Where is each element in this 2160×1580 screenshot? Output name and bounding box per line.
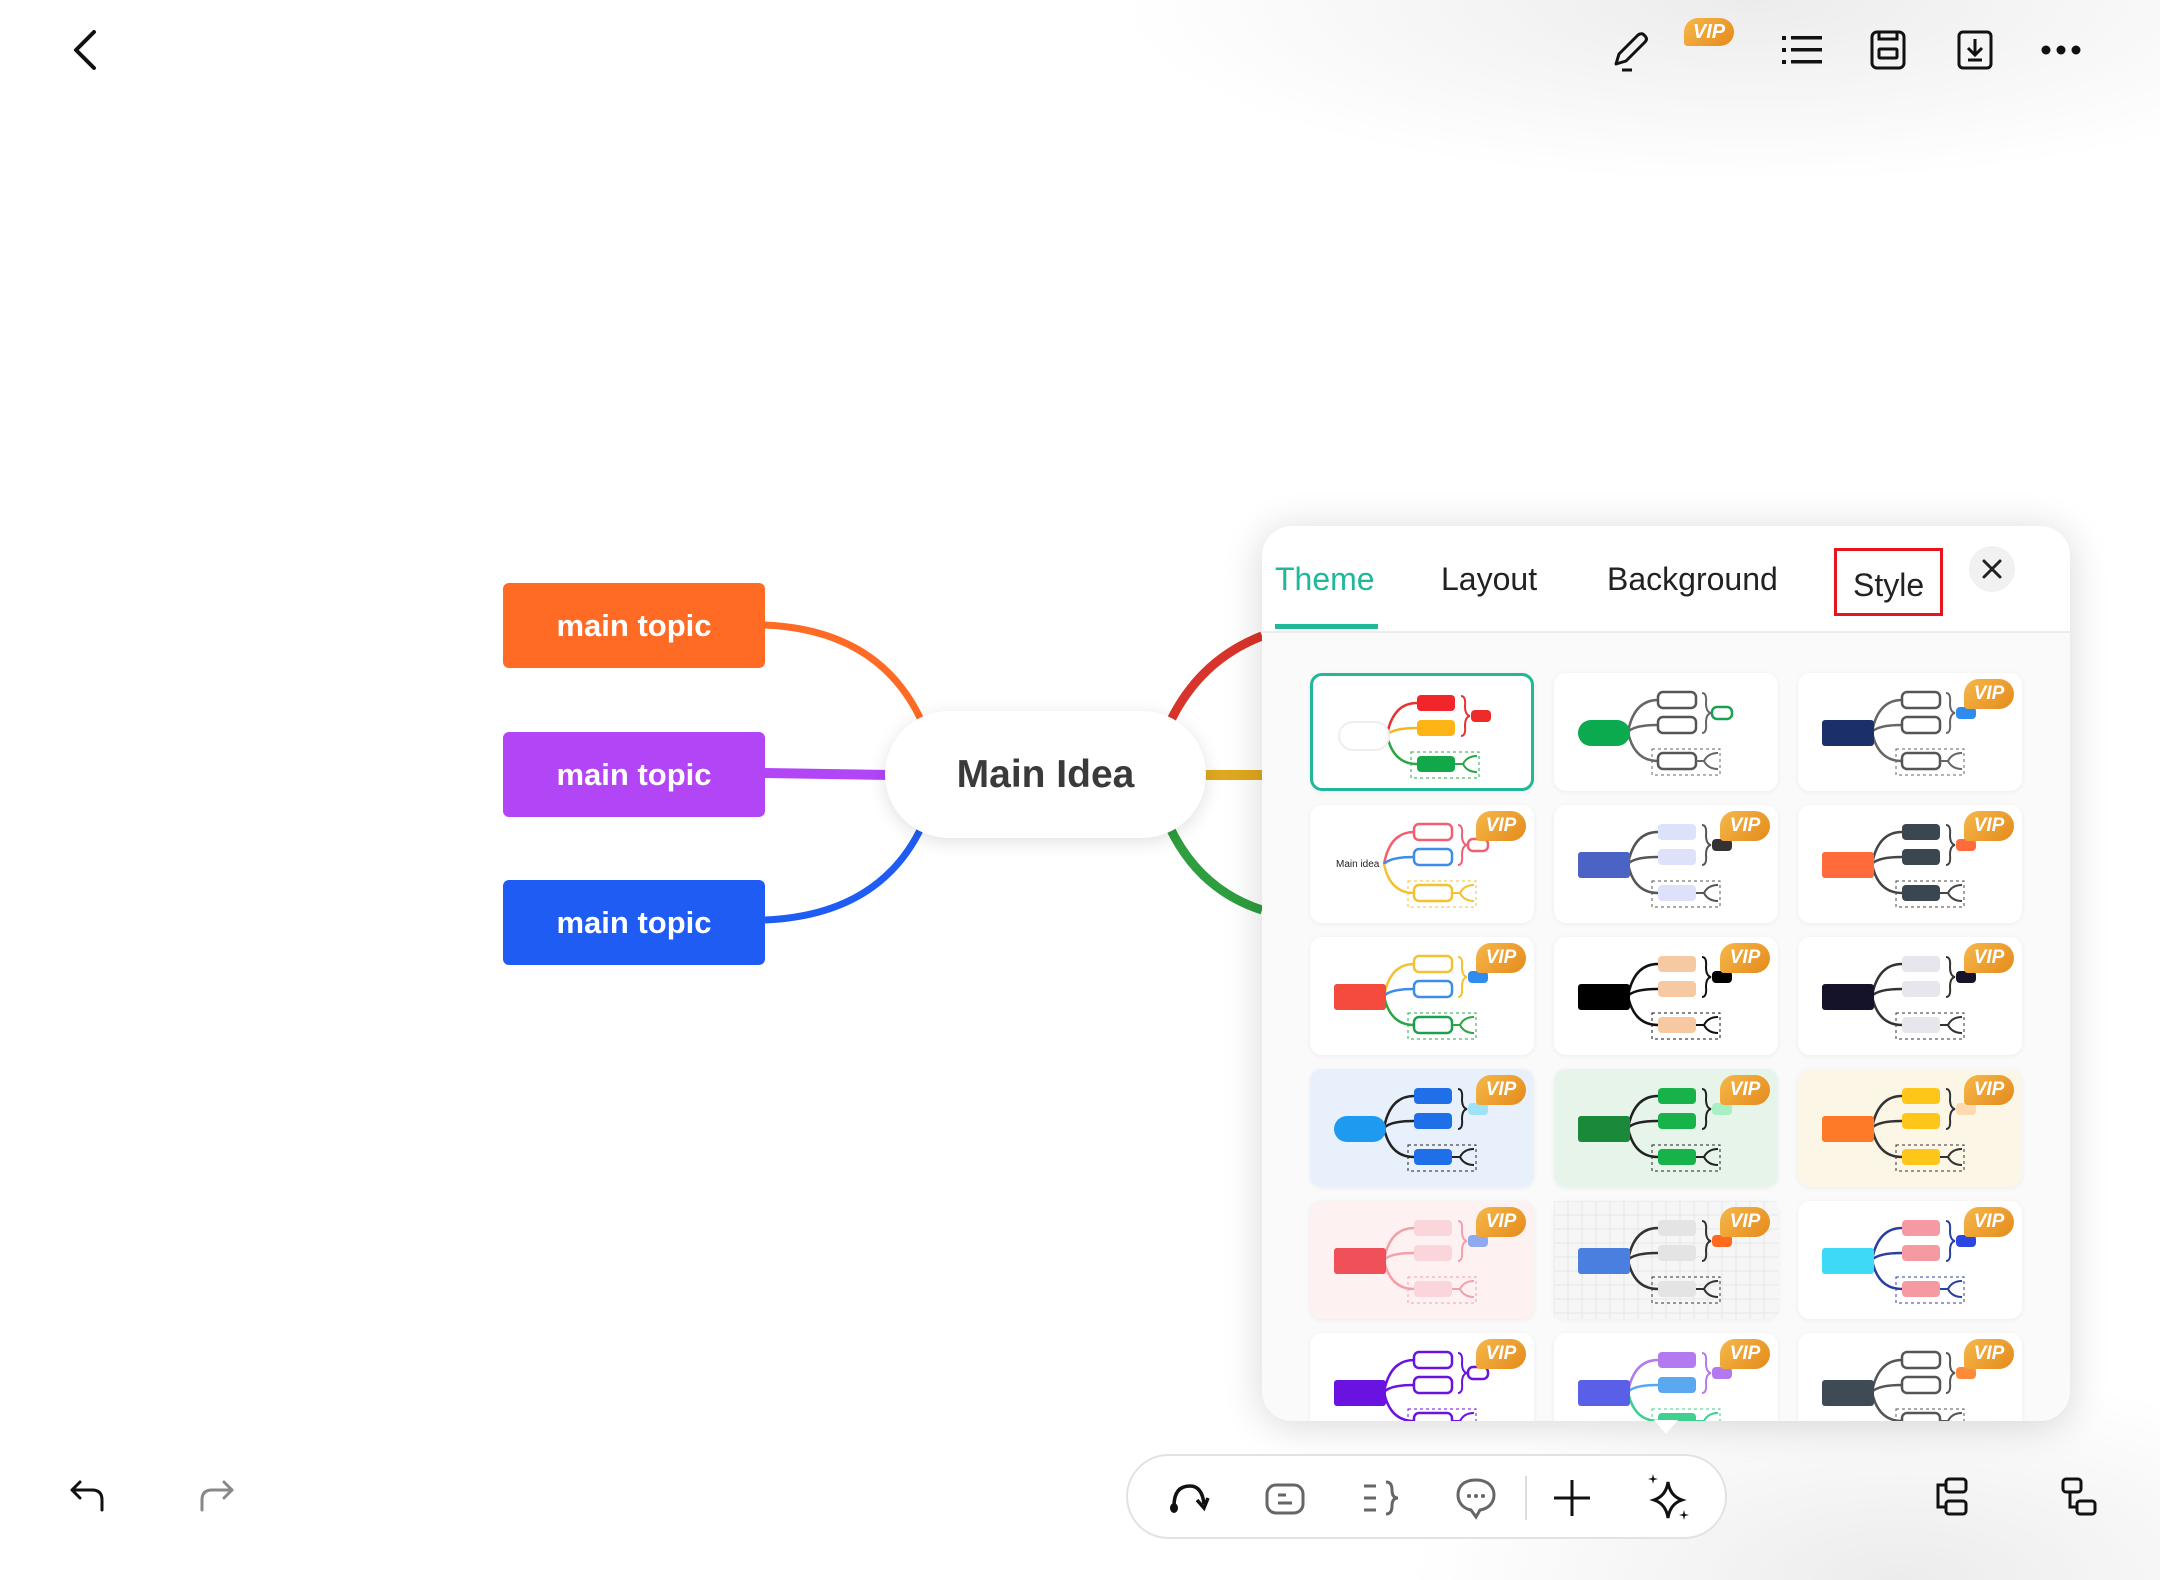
child-layout-icon[interactable] — [2060, 1477, 2098, 1517]
connector-blue — [764, 824, 926, 924]
vip-badge: VIP — [1720, 1207, 1770, 1237]
vip-badge: VIP — [1476, 811, 1526, 841]
download-icon[interactable] — [1957, 30, 1993, 70]
connector-red — [1165, 631, 1264, 724]
vip-badge: VIP — [1964, 811, 2014, 841]
close-icon — [1982, 559, 2002, 579]
theme-card[interactable]: VIP — [1310, 1333, 1534, 1421]
list-icon[interactable] — [1780, 30, 1824, 70]
main-topic-node[interactable]: main topic — [503, 583, 765, 668]
theme-thumbnail — [1338, 695, 1491, 779]
theme-card[interactable]: VIP — [1554, 805, 1778, 923]
back-icon[interactable] — [66, 28, 106, 72]
main-idea-node[interactable]: Main Idea — [885, 711, 1206, 838]
close-button[interactable] — [1969, 546, 2015, 592]
vip-badge: VIP — [1964, 1075, 2014, 1105]
theme-card[interactable]: Main idea VIP — [1310, 805, 1534, 923]
theme-card[interactable]: VIP — [1798, 1333, 2022, 1421]
tab-theme[interactable]: Theme — [1275, 561, 1375, 597]
undo-icon[interactable] — [68, 1478, 108, 1514]
theme-card[interactable]: VIP — [1310, 937, 1534, 1055]
theme-thumbnail — [1334, 1220, 1488, 1304]
theme-card[interactable]: VIP — [1310, 1201, 1534, 1319]
toolbar-separator — [1525, 1476, 1527, 1520]
theme-card[interactable]: VIP — [1798, 805, 2022, 923]
save-icon[interactable] — [1870, 30, 1906, 70]
connect-icon[interactable] — [1166, 1478, 1210, 1518]
vip-badge: VIP — [1964, 943, 2014, 973]
theme-card[interactable] — [1310, 673, 1534, 791]
theme-card[interactable]: VIP — [1554, 1201, 1778, 1319]
theme-thumbnail — [1578, 690, 1734, 776]
vip-badge[interactable]: VIP — [1684, 18, 1734, 46]
theme-thumbnail — [1554, 1201, 1778, 1319]
pencil-icon[interactable] — [1608, 28, 1652, 72]
connector-purple — [764, 768, 891, 780]
theme-thumbnail — [1822, 824, 1976, 908]
tab-divider — [1262, 631, 2070, 633]
theme-card[interactable]: VIP — [1310, 1069, 1534, 1187]
theme-thumbnail — [1822, 1088, 1976, 1172]
connector-green — [1165, 826, 1264, 915]
callout-icon[interactable] — [1264, 1478, 1306, 1518]
tab-layout[interactable]: Layout — [1441, 561, 1538, 597]
theme-thumbnail — [1822, 1350, 1976, 1421]
more-icon[interactable] — [2040, 40, 2082, 60]
theme-thumbnail — [1578, 1352, 1732, 1421]
vip-badge: VIP — [1476, 1339, 1526, 1369]
theme-thumbnail — [1578, 1088, 1732, 1172]
connector-orange — [764, 621, 926, 724]
vip-badge: VIP — [1720, 1339, 1770, 1369]
vip-badge: VIP — [1720, 811, 1770, 841]
vip-badge: VIP — [1720, 1075, 1770, 1105]
theme-card[interactable] — [1554, 673, 1778, 791]
theme-card[interactable]: VIP — [1798, 673, 2022, 791]
summary-icon[interactable] — [1360, 1478, 1402, 1518]
add-icon[interactable] — [1552, 1478, 1592, 1518]
vip-badge: VIP — [1964, 1207, 2014, 1237]
svg-text:Main idea: Main idea — [1336, 859, 1380, 870]
sibling-layout-icon[interactable] — [1932, 1477, 1970, 1517]
theme-thumbnail — [1578, 956, 1732, 1040]
theme-thumbnail — [1822, 956, 1976, 1040]
vip-badge: VIP — [1476, 1207, 1526, 1237]
theme-card[interactable]: VIP — [1798, 1069, 2022, 1187]
theme-thumbnail — [1822, 1220, 1976, 1304]
redo-icon[interactable] — [196, 1478, 236, 1514]
theme-card[interactable]: VIP — [1554, 1333, 1778, 1421]
theme-thumbnail — [1822, 690, 1976, 776]
vip-badge: VIP — [1964, 679, 2014, 709]
theme-card[interactable]: VIP — [1798, 1201, 2022, 1319]
theme-thumbnail — [1334, 954, 1488, 1040]
panel-pointer — [1654, 1420, 1678, 1434]
vip-badge: VIP — [1720, 943, 1770, 973]
theme-card[interactable]: VIP — [1554, 1069, 1778, 1187]
theme-card[interactable]: VIP — [1554, 937, 1778, 1055]
tab-background[interactable]: Background — [1607, 561, 1778, 597]
vip-badge: VIP — [1476, 1075, 1526, 1105]
theme-thumbnail — [1334, 1088, 1488, 1172]
vip-badge: VIP — [1476, 943, 1526, 973]
tab-style[interactable]: Style — [1834, 548, 1944, 616]
theme-thumbnail — [1578, 824, 1732, 908]
theme-card[interactable]: VIP — [1798, 937, 2022, 1055]
main-topic-node[interactable]: main topic — [503, 880, 765, 965]
main-topic-node[interactable]: main topic — [503, 732, 765, 817]
comment-icon[interactable] — [1455, 1476, 1497, 1520]
theme-thumbnail — [1334, 1350, 1490, 1421]
bottom-toolbar — [1126, 1454, 1727, 1539]
active-tab-indicator — [1275, 624, 1378, 629]
vip-badge: VIP — [1964, 1339, 2014, 1369]
ai-sparkle-icon[interactable] — [1646, 1472, 1690, 1522]
